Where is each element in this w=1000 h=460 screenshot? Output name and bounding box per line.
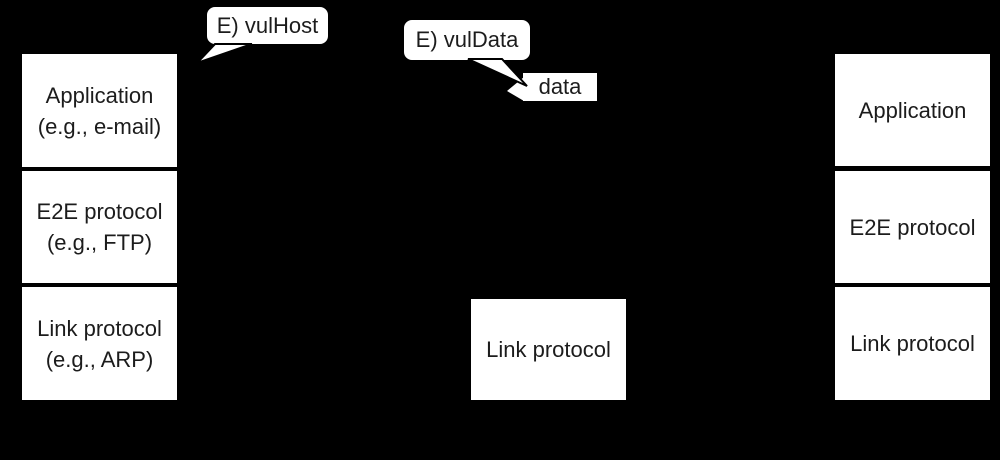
left-stack-e2e-protocol-box: E2E protocol (e.g., FTP) — [22, 171, 177, 283]
vuldata-callout-text: E) vulData — [415, 27, 519, 52]
layer-label-line1: E2E protocol — [36, 199, 163, 224]
middle-link-protocol-box: Link protocol — [471, 299, 626, 400]
right-stack-application-box: Application — [835, 54, 990, 166]
layer-label-line2: (e.g., e-mail) — [37, 113, 162, 139]
left-stack-application-box: Application (e.g., e-mail) — [22, 54, 177, 167]
vulhost-callout-text: E) vulHost — [216, 12, 319, 38]
layer-label-line1: Application — [858, 97, 967, 123]
vuldata-callout-tail — [467, 58, 528, 87]
data-packet-label-text: data — [538, 74, 582, 99]
left-stack-link-protocol-box: Link protocol (e.g., ARP) — [22, 287, 177, 400]
data-packet-label: data — [523, 73, 597, 101]
layer-label-line1: Application — [45, 82, 154, 108]
layer-label-line1: Link protocol — [37, 315, 162, 341]
layer-label-line1: Link protocol — [850, 331, 975, 356]
right-stack-e2e-protocol-box: E2E protocol — [835, 171, 990, 283]
layer-label-line1: Link protocol — [486, 337, 611, 362]
vulhost-callout-bubble: E) vulHost — [205, 5, 330, 46]
vulhost-callout-tail — [196, 43, 253, 64]
layer-label-line2: (e.g., ARP) — [45, 346, 154, 372]
layer-label-line2: (e.g., FTP) — [46, 230, 153, 255]
layer-label-line1: E2E protocol — [849, 214, 976, 240]
data-tag-left-tab — [507, 77, 524, 101]
right-stack-link-protocol-box: Link protocol — [835, 287, 990, 400]
vuldata-callout-bubble: E) vulData — [402, 18, 532, 62]
